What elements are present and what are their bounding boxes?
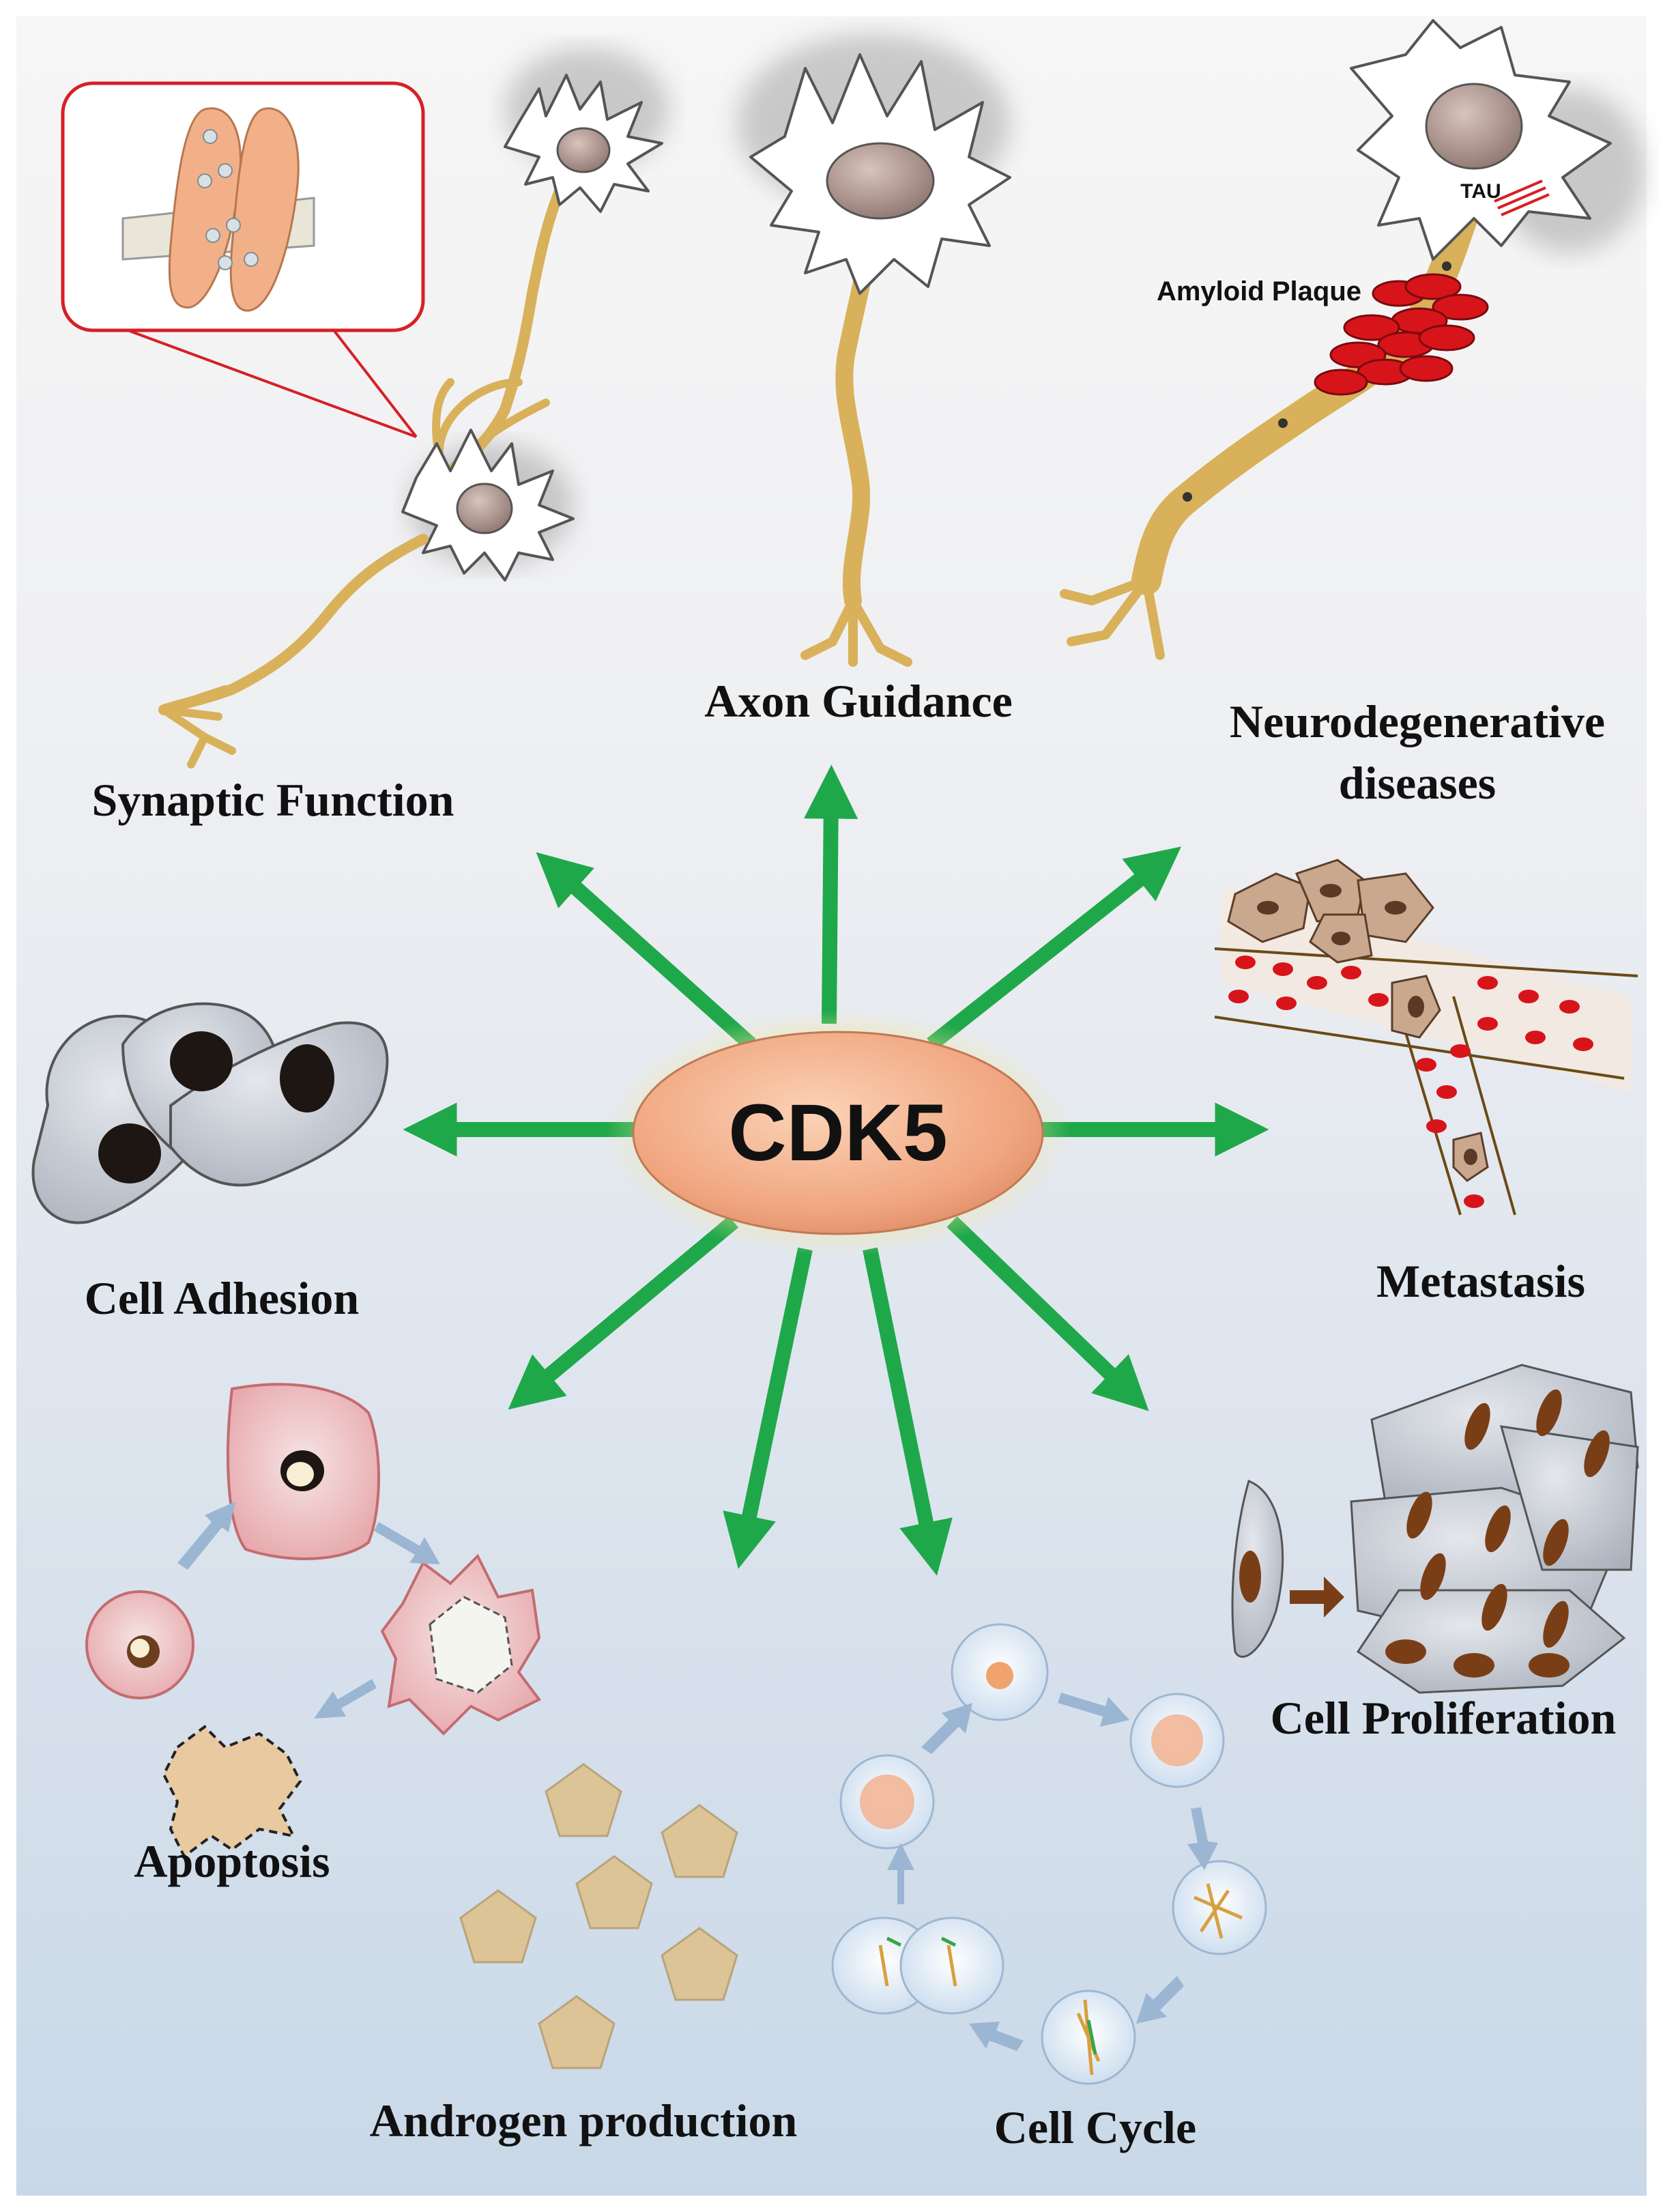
label-metastasis: Metastasis: [1376, 1255, 1585, 1307]
arrow-apoptosis: [508, 1216, 739, 1410]
cell-cycle-illustration: [831, 1623, 1267, 2085]
label-cell-adhesion: Cell Adhesion: [85, 1272, 359, 1324]
synaptic-illustration: [61, 48, 669, 769]
arrow-proliferation: [946, 1216, 1149, 1411]
arrow-neurodegenerative: [927, 846, 1182, 1050]
label-androgen-production: Androgen production: [370, 2095, 798, 2146]
androgen-illustration: [459, 1763, 738, 2069]
cdk5-node: CDK5: [606, 1010, 1070, 1256]
axon-illustration: [737, 34, 1011, 667]
arrow-androgen: [723, 1247, 813, 1569]
label-neurodegenerative-line1: Neurodegenerative: [1230, 695, 1605, 747]
cdk5-label: CDK5: [728, 1088, 947, 1178]
cell-proliferation-illustration: [1231, 1364, 1639, 1694]
label-cell-proliferation: Cell Proliferation: [1271, 1692, 1617, 1744]
arrows: [403, 764, 1269, 1576]
label-tau: TAU: [1460, 180, 1501, 203]
label-amyloid-plaque: Amyloid Plaque: [1157, 276, 1361, 306]
arrow-synaptic: [536, 852, 756, 1050]
label-apoptosis: Apoptosis: [134, 1835, 330, 1887]
arrow-cell-cycle: [863, 1247, 953, 1576]
label-cell-cycle: Cell Cycle: [994, 2101, 1196, 2153]
label-axon-guidance: Axon Guidance: [704, 675, 1013, 727]
neurodegenerative-illustration: [1060, 19, 1645, 660]
arrow-axon: [804, 764, 858, 1024]
label-neurodegenerative-line2: diseases: [1339, 757, 1496, 809]
apoptosis-illustration: [85, 1383, 542, 1859]
label-synaptic-function: Synaptic Function: [92, 774, 454, 826]
metastasis-illustration: [1214, 859, 1638, 1216]
cell-adhesion-illustration: [31, 1002, 389, 1224]
